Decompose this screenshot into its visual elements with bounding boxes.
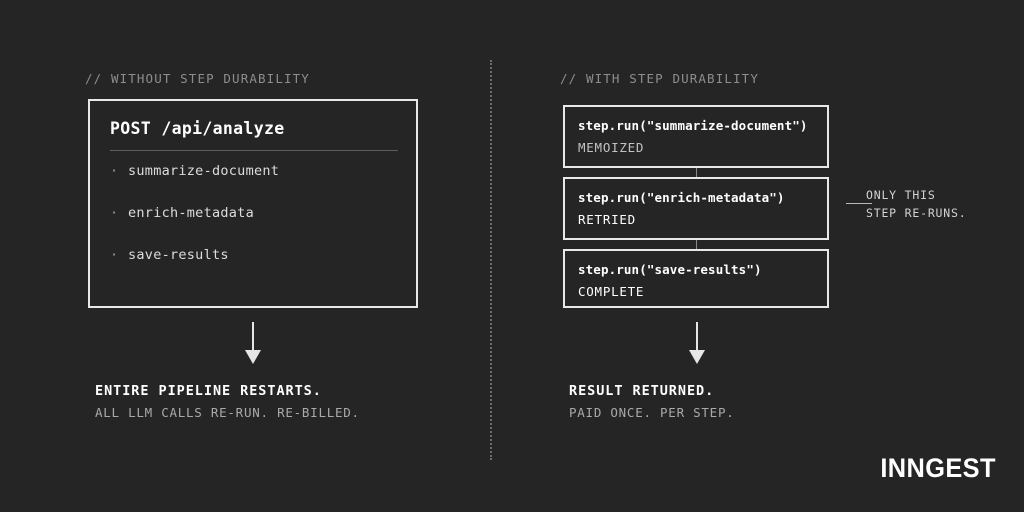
list-item: · summarize-document: [110, 163, 400, 205]
vertical-dotted-divider: [490, 60, 492, 460]
list-item: · enrich-metadata: [110, 205, 400, 247]
step-card-enrich-metadata: step.run("enrich-metadata") RETRIED: [563, 177, 829, 240]
right-section-label: // WITH STEP DURABILITY: [560, 71, 759, 86]
status-badge: RETRIED: [578, 212, 636, 227]
step-call-text: step.run("enrich-metadata"): [578, 190, 785, 205]
arrow-shaft: [252, 322, 254, 352]
left-outcome-subline: ALL LLM CALLS RE-RUN. RE-BILLED.: [95, 405, 360, 420]
step-connector-line: [696, 168, 697, 177]
pipeline-step-list: · summarize-document · enrich-metadata ·…: [110, 163, 400, 289]
callout-line-2: STEP RE-RUNS.: [866, 206, 967, 220]
arrow-head: [689, 350, 705, 364]
callout-annotation: ONLY THIS STEP RE-RUNS.: [866, 186, 966, 222]
right-outcome-caption: RESULT RETURNED. PAID ONCE. PER STEP.: [569, 381, 735, 423]
step-call-text: step.run("summarize-document"): [578, 118, 808, 133]
status-badge: MEMOIZED: [578, 140, 645, 155]
status-badge: COMPLETE: [578, 284, 645, 299]
step-card-save-results: step.run("save-results") COMPLETE: [563, 249, 829, 308]
left-section-label: // WITHOUT STEP DURABILITY: [85, 71, 310, 86]
step-call-text: step.run("save-results"): [578, 262, 762, 277]
bullet-icon: ·: [110, 247, 119, 263]
list-item: · save-results: [110, 247, 400, 289]
inngest-logo: INNGEST: [880, 453, 996, 483]
endpoint-title: POST /api/analyze: [110, 119, 285, 138]
bullet-icon: ·: [110, 205, 119, 221]
arrow-head: [245, 350, 261, 364]
arrow-shaft: [696, 322, 698, 352]
callout-line-1: ONLY THIS: [866, 188, 936, 202]
left-outcome-headline: ENTIRE PIPELINE RESTARTS.: [95, 383, 322, 399]
callout-leader-line: [846, 203, 872, 204]
list-item-label: enrich-metadata: [128, 205, 254, 221]
title-divider-rule: [110, 150, 398, 151]
right-outcome-subline: PAID ONCE. PER STEP.: [569, 405, 735, 420]
right-outcome-headline: RESULT RETURNED.: [569, 383, 715, 399]
monolithic-request-box: POST /api/analyze · summarize-document ·…: [88, 99, 418, 308]
list-item-label: summarize-document: [128, 163, 280, 179]
list-item-label: save-results: [128, 247, 229, 263]
step-connector-line: [696, 240, 697, 249]
step-card-summarize-document: step.run("summarize-document") MEMOIZED: [563, 105, 829, 168]
bullet-icon: ·: [110, 163, 119, 179]
left-outcome-caption: ENTIRE PIPELINE RESTARTS. ALL LLM CALLS …: [95, 381, 360, 423]
